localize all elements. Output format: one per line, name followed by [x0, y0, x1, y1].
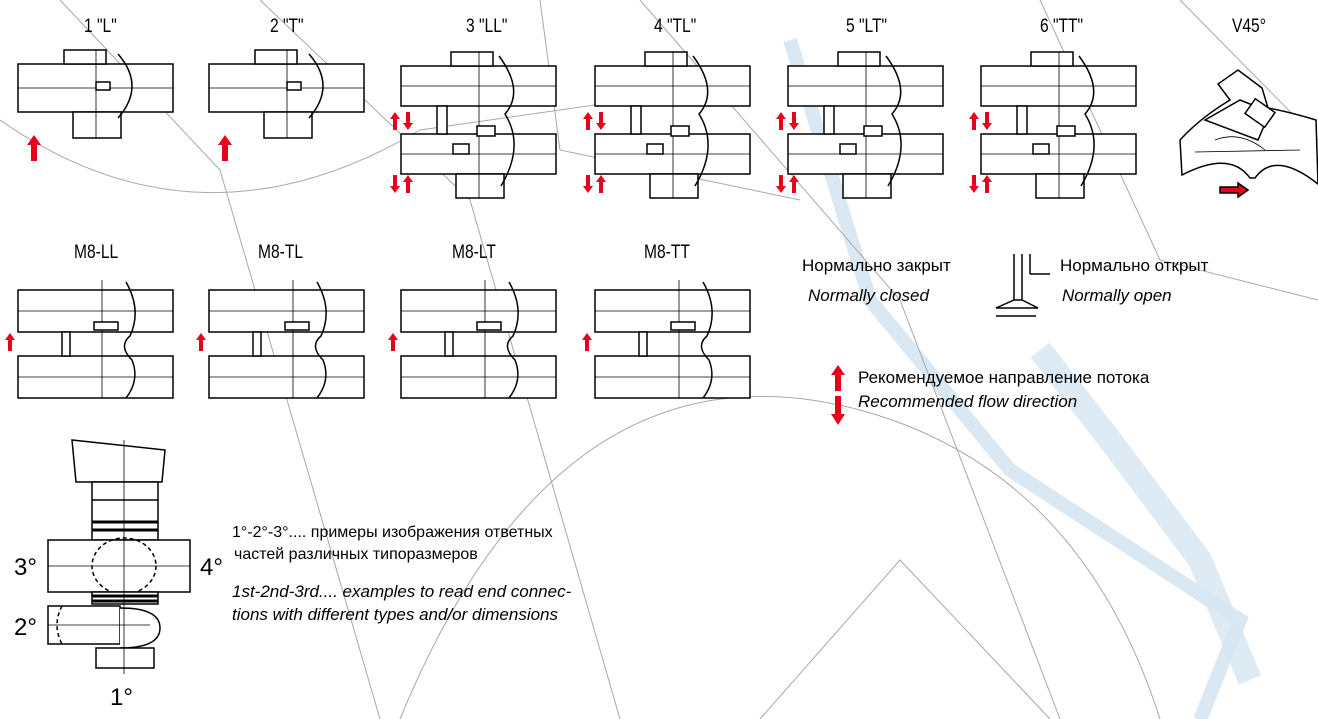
connection-label-1: 1°: [110, 684, 133, 711]
valve-M8-TL: [196, 279, 365, 399]
type-label: 4 "TL": [654, 16, 697, 37]
connection-note-en-1: 1st-2nd-3rd.... examples to read end con…: [232, 582, 572, 601]
normally-open-en: Normally open: [1062, 286, 1172, 305]
type-label: 5 "LT": [846, 16, 888, 37]
valve-2-T: [208, 49, 365, 161]
normally-open-ru: Нормально открыт: [1060, 256, 1209, 275]
type-label: M8-LL: [74, 242, 119, 263]
valve-5-LT: [776, 51, 944, 199]
connection-label-4: 4°: [200, 554, 223, 581]
type-label: 6 "TT": [1040, 16, 1084, 37]
normally-closed-en: Normally closed: [808, 286, 929, 305]
type-label: M8-LT: [452, 242, 496, 263]
valve-M8-TT: [582, 279, 751, 399]
flow-direction-ru: Рекомендуемое направление потока: [858, 368, 1150, 387]
valve-M8-LT: [388, 279, 557, 399]
end-connection-diagram: [47, 439, 191, 674]
type-label: M8-TT: [644, 242, 690, 263]
type-label: 3 "LL": [466, 16, 508, 37]
valve-V45: [1179, 69, 1318, 198]
valve-1-L: [17, 49, 174, 161]
connection-label-2: 2°: [14, 614, 37, 641]
normally-closed-ru: Нормально закрыт: [802, 256, 951, 275]
valve-4-TL: [583, 51, 751, 199]
flow-direction-en: Recommended flow direction: [858, 392, 1078, 411]
type-label: 2 "T": [270, 16, 304, 37]
connection-label-3: 3°: [14, 554, 37, 581]
valve-6-TT: [969, 51, 1137, 199]
flow-direction-arrows: [831, 365, 845, 425]
connection-note-en-2: tions with different types and/or dimens…: [232, 605, 559, 624]
valve-M8-LL: [5, 279, 174, 399]
valve-3-LL: [390, 51, 557, 199]
type-label: M8-TL: [258, 242, 304, 263]
normally-closed-open-symbol: [995, 254, 1050, 317]
connection-note-ru-2: частей различных типоразмеров: [234, 546, 478, 563]
type-label: V45°: [1232, 16, 1266, 37]
type-label: 1 "L": [84, 16, 117, 37]
connection-note-ru-1: 1°-2°-3°.... примеры изображения ответны…: [232, 524, 553, 541]
